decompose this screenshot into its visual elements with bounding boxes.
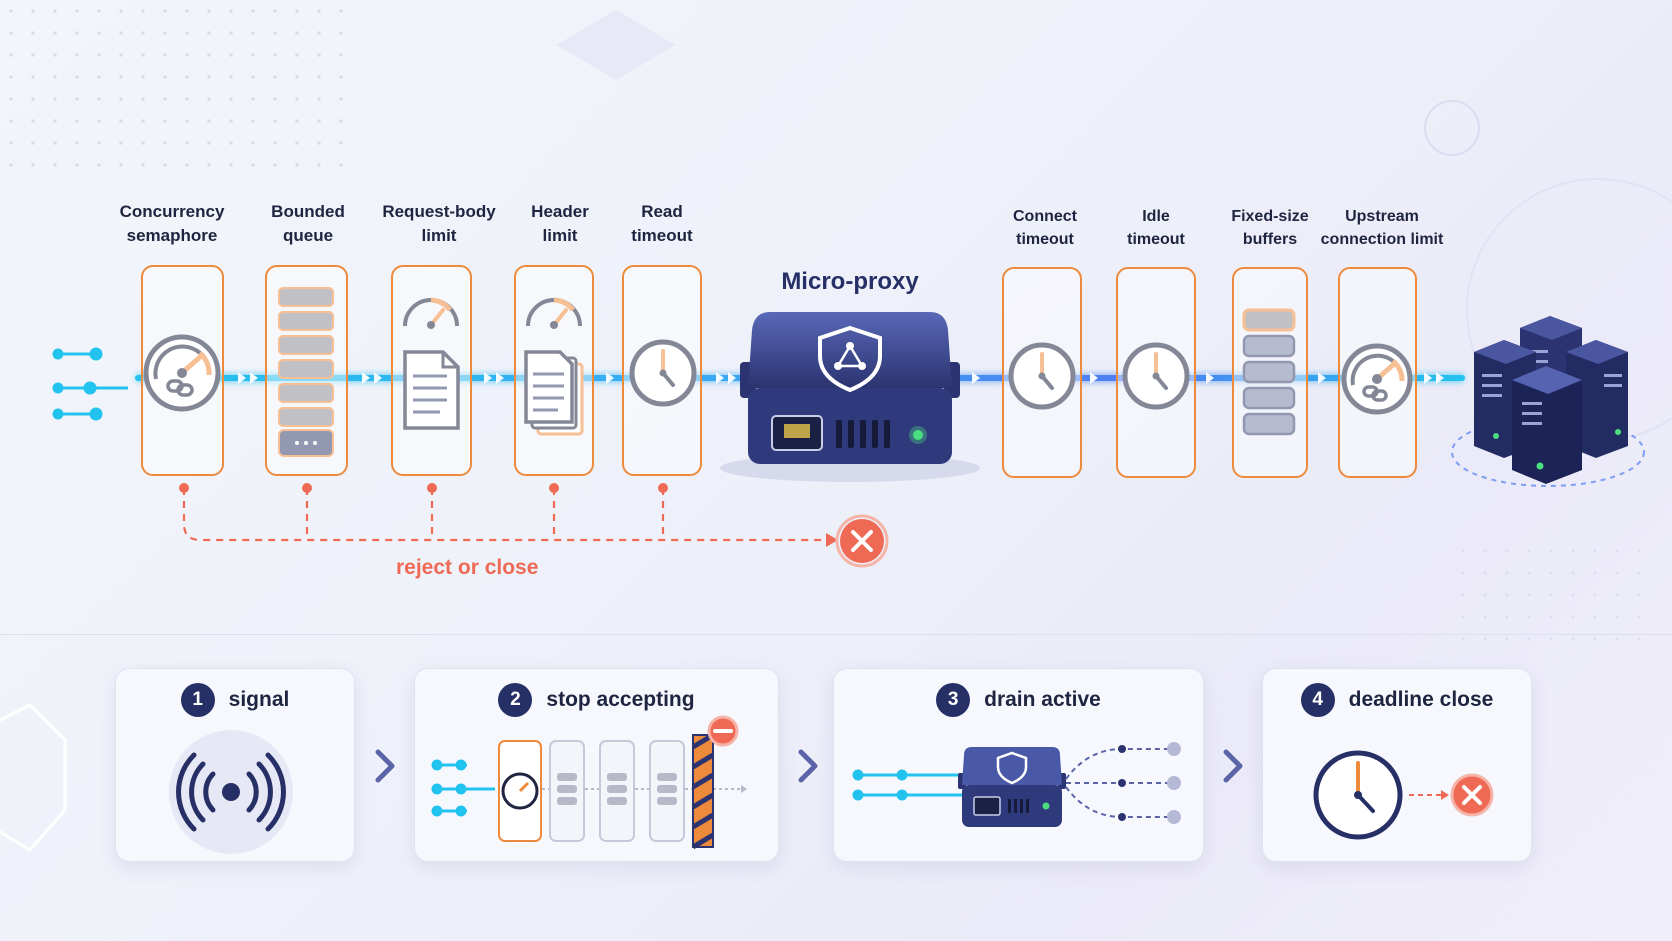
- clock-icon: [1008, 342, 1076, 410]
- stage-card-connect-timeout: [1002, 267, 1082, 478]
- step-header: 2 stop accepting: [415, 683, 778, 717]
- broadcast-signal-icon: [169, 730, 293, 854]
- buffer-stack-icon: [1242, 308, 1296, 436]
- gauge-link-icon: [143, 334, 221, 412]
- clock-icon: [629, 339, 697, 407]
- chevron-right-icon: [375, 749, 395, 783]
- step-label: signal: [228, 688, 290, 711]
- gauge-documents-icon: [524, 297, 584, 436]
- shutdown-step-stop-accepting: 2 stop accepting: [414, 668, 779, 862]
- reject-paths: [182, 488, 826, 542]
- step-number-badge: 3: [936, 683, 971, 717]
- clock-icon: [1122, 342, 1190, 410]
- stage-card-fixed-size-buffers: [1232, 267, 1308, 478]
- step-label: drain active: [984, 688, 1101, 711]
- stage-card-idle-timeout: [1116, 267, 1196, 478]
- reject-or-close-label: reject or close: [396, 556, 539, 579]
- barrier-icon: [431, 715, 747, 850]
- step-number-badge: 2: [498, 683, 533, 717]
- stage-card-concurrency-semaphore: [141, 265, 224, 476]
- gauge-document-icon: [403, 297, 460, 430]
- micro-proxy-title: Micro-proxy: [781, 268, 919, 295]
- step-number-badge: 4: [1300, 683, 1335, 717]
- step-header: 3 drain active: [834, 683, 1203, 717]
- chevron-right-icon: [798, 749, 818, 783]
- step-label: deadline close: [1348, 688, 1494, 711]
- stage-card-request-body-limit: [391, 265, 472, 476]
- flow-chevrons: [238, 372, 1444, 384]
- stage-card-read-timeout: [622, 265, 702, 476]
- shutdown-step-signal: 1 signal: [115, 668, 355, 862]
- incoming-requests-icon: [52, 347, 128, 421]
- step-header: 1 signal: [116, 683, 354, 717]
- proxy-box-icon: [852, 742, 1181, 827]
- server-cluster-icon: [1451, 316, 1645, 487]
- shutdown-step-deadline-close: 4 deadline close: [1262, 668, 1532, 862]
- reject-path-dots: [179, 483, 838, 547]
- stage-card-upstream-connection-limit: [1338, 267, 1417, 478]
- x-circle-icon: [835, 514, 889, 568]
- micro-proxy-device: [720, 312, 980, 482]
- shutdown-step-drain-active: 3 drain active: [833, 668, 1204, 862]
- step-header: 4 deadline close: [1263, 683, 1531, 717]
- section-divider: [0, 634, 1672, 635]
- stage-card-header-limit: [514, 265, 594, 476]
- queue-stack-icon: [278, 287, 334, 457]
- clock-icon: [1313, 750, 1494, 840]
- step-number-badge: 1: [180, 683, 215, 717]
- gauge-link-icon: [1341, 343, 1413, 415]
- step-label: stop accepting: [546, 688, 695, 711]
- flow-diagram: [52, 287, 1645, 568]
- background-hexagon: [0, 703, 67, 852]
- chevron-right-icon: [1223, 749, 1243, 783]
- stage-card-bounded-queue: [265, 265, 348, 476]
